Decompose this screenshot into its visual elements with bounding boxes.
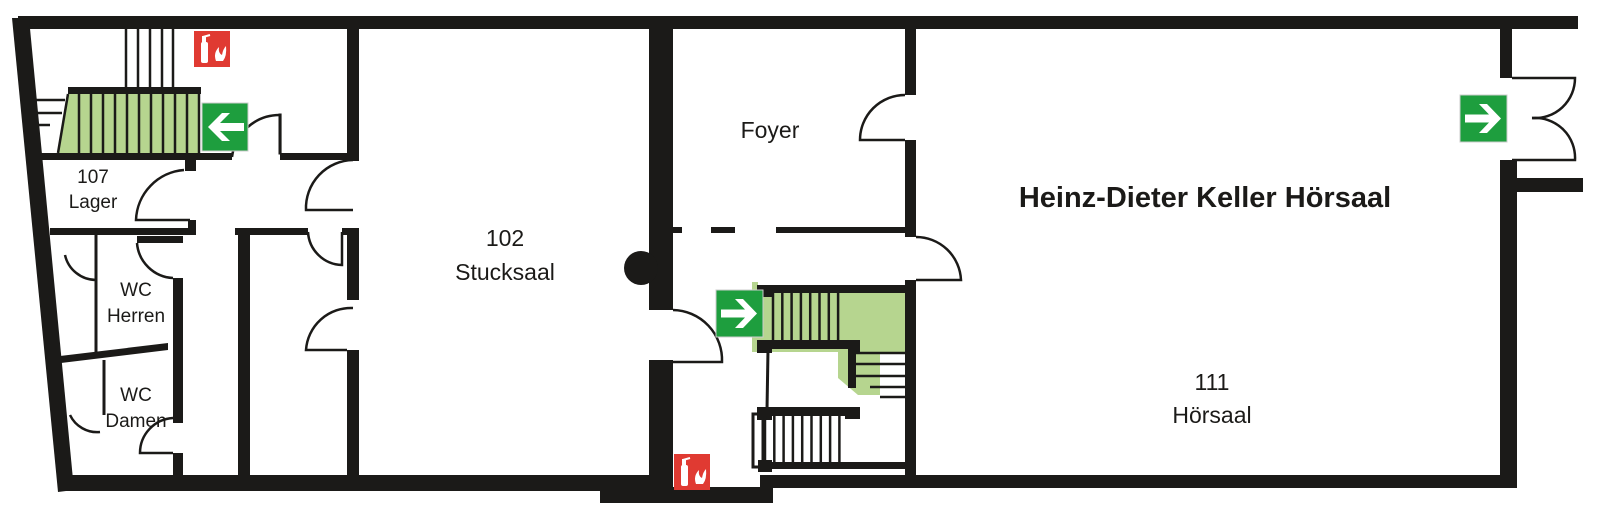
emergency-exit-arrow-icon bbox=[715, 289, 764, 338]
room-number-111: 111 bbox=[1195, 369, 1230, 395]
emergency-exit-arrow-icon bbox=[201, 102, 249, 152]
room-name-lager: Lager bbox=[69, 192, 118, 213]
emergency-exit-arrow-icon bbox=[1459, 94, 1508, 143]
fire-extinguisher-icon bbox=[194, 31, 230, 67]
room-number-wc-damen: WC bbox=[120, 385, 152, 406]
room-name-stucksaal: Stucksaal bbox=[455, 259, 555, 285]
hall-title: Heinz-Dieter Keller Hörsaal bbox=[1019, 182, 1391, 214]
room-name-damen: Damen bbox=[105, 411, 166, 432]
outer-walls bbox=[12, 16, 1583, 503]
column bbox=[624, 251, 658, 285]
room-name-hoersaal: Hörsaal bbox=[1172, 402, 1251, 428]
room-number-102: 102 bbox=[486, 225, 524, 251]
stairs-middle bbox=[751, 282, 905, 472]
interior-walls bbox=[40, 29, 916, 490]
door-swings bbox=[63, 76, 1577, 455]
fire-extinguisher-icon bbox=[674, 454, 710, 490]
room-name-herren: Herren bbox=[107, 306, 165, 327]
room-number-wc-herren: WC bbox=[120, 280, 152, 301]
stairs-left bbox=[36, 29, 201, 154]
room-name-foyer: Foyer bbox=[741, 117, 800, 143]
room-number-107: 107 bbox=[77, 167, 109, 188]
